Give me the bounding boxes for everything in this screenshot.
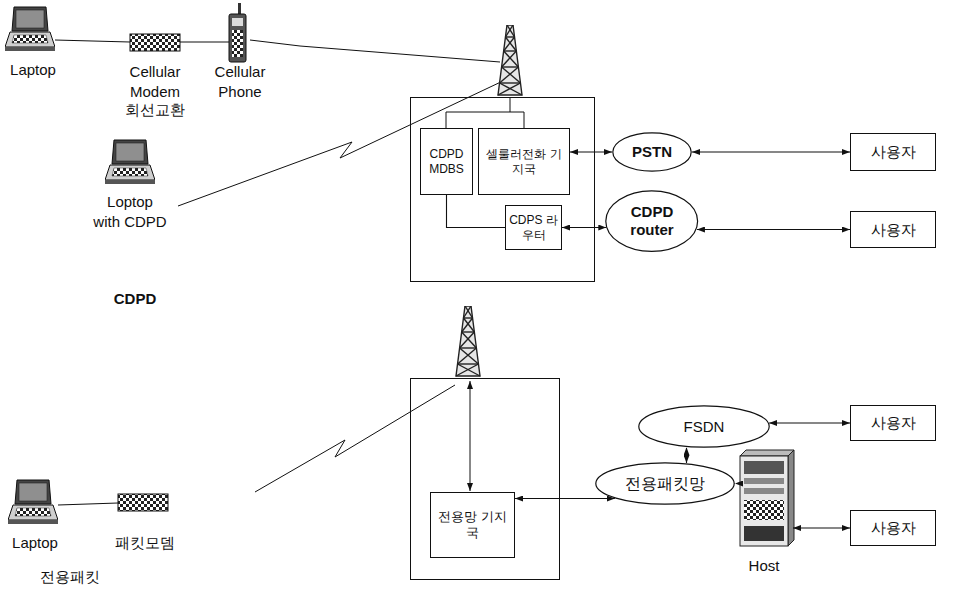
device-label: Cellular Modem	[119, 62, 191, 102]
node-text: 전용망 기지국	[434, 509, 511, 540]
network-ellipse: PSTN	[612, 132, 692, 172]
text-group: 사용자	[871, 519, 916, 537]
server-icon	[740, 450, 794, 546]
connector-arrow	[515, 498, 615, 499]
server-grille	[744, 500, 784, 520]
laptop-icon	[5, 7, 55, 51]
device-label: Loptop with CDPD	[93, 192, 168, 232]
mdbs-box: CDPD MDBS	[420, 128, 473, 195]
connector-arrow	[570, 151, 612, 152]
cell-station-box: 셀룰러전화 기지국	[478, 128, 570, 195]
ellipse-shape	[613, 133, 691, 171]
ellipse-shape	[639, 406, 769, 447]
phone-keypad	[232, 30, 243, 57]
modem-icon	[130, 34, 180, 51]
connector-arrow	[793, 527, 850, 528]
feed-line	[510, 97, 511, 112]
phone-screen	[232, 18, 243, 26]
text-group: PSTN	[632, 143, 672, 161]
node-text: 사용자	[871, 414, 916, 432]
phone-icon	[229, 3, 246, 62]
server-bay	[744, 488, 784, 494]
network-ellipse: FSDN	[638, 405, 770, 448]
connector-arrow	[447, 195, 506, 228]
cable-line	[55, 40, 130, 42]
mode-label: CDPD	[95, 289, 175, 309]
text-group: CDPD router	[622, 203, 682, 239]
user-box: 사용자	[850, 133, 936, 171]
server-bay	[744, 478, 784, 484]
node-text: CDPD router	[622, 203, 682, 239]
phone-antenna	[238, 3, 241, 15]
node-text: Host	[749, 557, 780, 575]
node-text: CDPD MDBS	[424, 147, 469, 176]
node-text: 사용자	[871, 221, 916, 239]
device-label: Laptop	[1, 60, 65, 80]
station-enclosure: CDPD MDBS 셀룰러전화 기지국 CDPS 라우터	[410, 97, 595, 282]
mode-label: 전용패킷	[25, 567, 115, 587]
phone-body	[229, 14, 246, 62]
device-label: Cellular Phone	[204, 62, 276, 102]
node-text: FSDN	[684, 418, 725, 436]
ellipse-shape	[596, 463, 734, 504]
text-group: 셀룰러전화 기지국	[482, 147, 566, 176]
user-box: 사용자	[850, 211, 936, 248]
text-group: FSDN	[684, 418, 725, 436]
station-box: 전용망 기지국	[430, 492, 515, 558]
node-text: 셀룰러전화 기지국	[482, 147, 566, 176]
text-group: 전용망 기지국	[434, 509, 511, 540]
laptop-icon	[8, 480, 58, 524]
cable-line	[58, 503, 118, 505]
node-text: 전용패킷망	[625, 474, 705, 493]
antenna-tower	[456, 306, 480, 376]
connector-arrow	[562, 227, 606, 228]
host-computer: Host	[735, 450, 793, 575]
device-label: Laptop	[3, 533, 67, 553]
network-ellipse: 전용패킷망	[595, 462, 735, 505]
connector-arrow	[697, 229, 850, 230]
connector-arrow	[692, 151, 850, 152]
server-top	[740, 450, 794, 456]
device-label: 패킷모뎀	[105, 533, 185, 553]
connector-arrow	[769, 422, 850, 423]
server-side	[788, 450, 794, 546]
text-group: CDPS 라우터	[509, 213, 558, 242]
modem-icon	[118, 494, 168, 511]
radio-link	[250, 40, 500, 62]
user-box: 사용자	[850, 510, 936, 546]
text-group: CDPD MDBS	[424, 147, 469, 176]
server-base	[744, 526, 784, 541]
text-group: Host	[749, 557, 780, 575]
router-box: CDPS 라우터	[505, 205, 562, 250]
text-group: 사용자	[871, 143, 916, 161]
router-ellipse: CDPD router	[605, 190, 698, 252]
ellipse-shape	[606, 191, 698, 252]
node-text: PSTN	[632, 143, 672, 161]
user-box: 사용자	[850, 405, 936, 441]
node-text: 사용자	[871, 143, 916, 161]
feed-arrow	[470, 381, 471, 491]
text-group: 사용자	[871, 221, 916, 239]
antenna-tower	[498, 25, 522, 95]
mode-label: 회선교환	[110, 100, 200, 120]
radio-link	[255, 385, 455, 492]
server-front	[740, 456, 788, 546]
text-group: 전용패킷망	[625, 474, 705, 493]
server-bay	[744, 461, 784, 474]
station-enclosure: 전용망 기지국	[410, 378, 560, 580]
text-group: 사용자	[871, 414, 916, 432]
feed-line	[446, 112, 524, 128]
laptop-icon	[105, 140, 155, 184]
connector-arrow	[686, 447, 687, 463]
cable-line	[180, 41, 229, 42]
node-text: CDPS 라우터	[509, 213, 558, 242]
node-text: 사용자	[871, 519, 916, 537]
